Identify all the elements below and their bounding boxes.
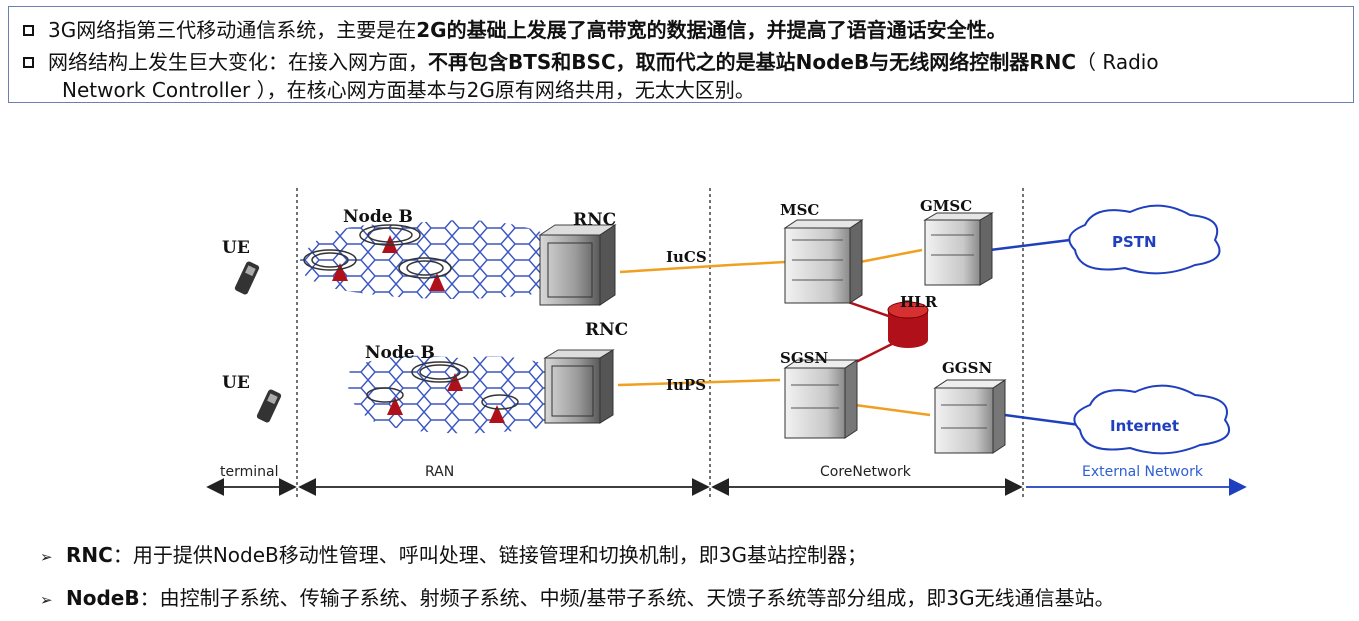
bullet-1-text: 3G网络指第三代移动通信系统，主要是在 xyxy=(48,18,417,42)
label-hlr: HLR xyxy=(900,293,938,311)
label-pstn: PSTN xyxy=(1112,233,1157,251)
note-nodeb-term: NodeB xyxy=(66,586,140,610)
bullet-line-1: 3G网络指第三代移动通信系统，主要是在2G的基础上发展了高带宽的数据通信，并提高… xyxy=(23,16,1007,44)
node-b-cell-cluster-top xyxy=(299,220,566,299)
label-node-b-top: Node B xyxy=(343,207,413,227)
sgsn-cabinet xyxy=(783,359,859,439)
radio-wave-icon xyxy=(303,224,519,410)
bullet-line-2: 网络结构上发生巨大变化：在接入网方面，不再包含BTS和BSC，取而代之的是基站N… xyxy=(23,48,1159,76)
note-rnc-term: RNC xyxy=(66,543,113,567)
ue-phone-icon-top xyxy=(234,261,260,295)
gmsc-cabinet xyxy=(923,212,994,286)
ggsn-internet-link xyxy=(1004,413,1081,427)
square-bullet-icon xyxy=(23,57,34,68)
segment-label-external: External Network xyxy=(1082,464,1204,480)
bullet-2-bold: 不再包含BTS和BSC，取而代之的是基站NodeB与无线网络控制器RNC xyxy=(428,50,1077,74)
msc-gmsc-link xyxy=(859,248,923,264)
internet-cloud-icon xyxy=(1073,384,1231,455)
label-ue-bottom: UE xyxy=(222,373,250,393)
note-nodeb-text: ：由控制子系统、传输子系统、射频子系统、中频/基带子系统、天馈子系统等部分组成，… xyxy=(139,586,1115,610)
label-rnc-bottom: RNC xyxy=(585,320,628,340)
bullet-2-text: 网络结构上发生巨大变化：在接入网方面， xyxy=(48,50,428,74)
segment-label-core: CoreNetwork xyxy=(820,464,912,480)
rnc-cabinet-top xyxy=(538,224,617,306)
ue-phone-icon-bottom xyxy=(256,389,282,423)
label-node-b-bottom: Node B xyxy=(365,343,435,363)
node-b-cell-cluster-bottom xyxy=(348,355,574,434)
hlr-database-icon xyxy=(887,301,929,348)
rnc-cabinet-bottom xyxy=(543,349,615,424)
sgsn-ggsn-link xyxy=(854,403,931,417)
bullet-1-bold: 2G的基础上发展了高带宽的数据通信，并提高了语音通话安全性。 xyxy=(416,18,1007,42)
square-bullet-icon xyxy=(23,25,34,36)
label-sgsn: SGSN xyxy=(780,349,828,367)
bullet-2-text-tail: （ Radio xyxy=(1076,50,1159,74)
intro-box: 3G网络指第三代移动通信系统，主要是在2G的基础上发展了高带宽的数据通信，并提高… xyxy=(8,6,1354,103)
label-rnc-top: RNC xyxy=(573,210,616,230)
label-iups: IuPS xyxy=(666,376,706,394)
note-nodeb: ➢ NodeB：由控制子系统、传输子系统、射频子系统、中频/基带子系统、天馈子系统… xyxy=(40,584,1115,614)
label-internet: Internet xyxy=(1110,417,1179,435)
iucs-link-msc xyxy=(729,260,786,267)
gmsc-pstn-link xyxy=(989,238,1071,252)
label-msc: MSC xyxy=(780,201,819,219)
arrow-bullet-icon: ➢ xyxy=(40,548,53,566)
segment-label-ran: RAN xyxy=(425,464,454,480)
label-gmsc: GMSC xyxy=(920,197,972,215)
umts-architecture-diagram: Node B Node B UE UE RNC RNC IuCS IuPS MS… xyxy=(206,188,1247,500)
node-b-antenna-icon xyxy=(332,235,505,423)
arrow-bullet-icon: ➢ xyxy=(40,591,53,609)
label-iucs: IuCS xyxy=(666,248,707,266)
ggsn-cabinet xyxy=(933,379,1007,454)
pstn-cloud-icon xyxy=(1068,204,1221,275)
label-ue-top: UE xyxy=(222,238,250,258)
iucs-link xyxy=(619,263,731,274)
label-ggsn: GGSN xyxy=(942,359,992,377)
bullet-line-2-continued: Network Controller ），在核心网方面基本与2G原有网络共用，无… xyxy=(62,78,755,102)
msc-cabinet xyxy=(783,219,864,304)
note-rnc: ➢ RNC：用于提供NodeB移动性管理、呼叫处理、链接管理和切换机制，即3G基站… xyxy=(40,541,867,571)
note-rnc-text: ：用于提供NodeB移动性管理、呼叫处理、链接管理和切换机制，即3G基站控制器； xyxy=(112,543,867,567)
iups-link xyxy=(617,378,781,387)
segment-label-terminal: terminal xyxy=(220,464,278,480)
